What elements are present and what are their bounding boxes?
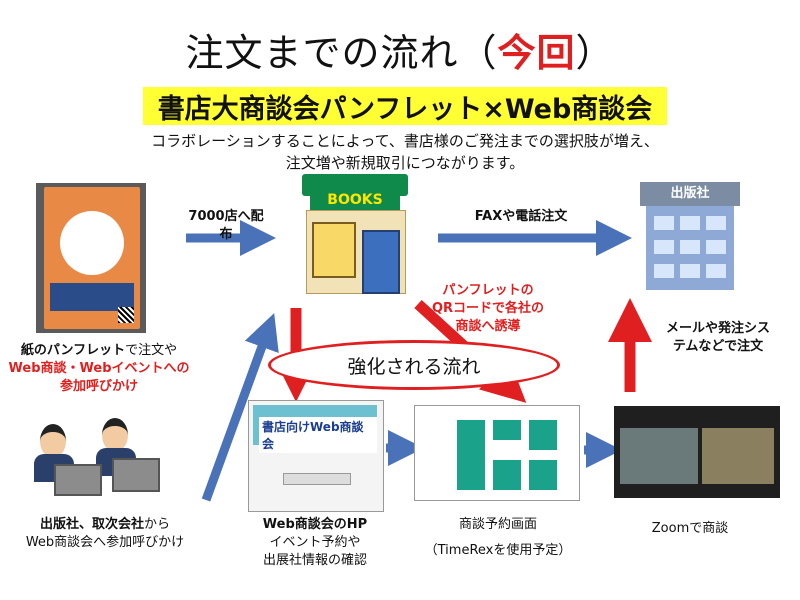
- title-main: 注文までの流れ（: [185, 31, 498, 75]
- store-sign: BOOKS: [310, 190, 400, 210]
- description-line-1: コラボレーションすることによって、書店様のご発注までの選択肢が増え、: [151, 132, 659, 150]
- schedule-caption: 商談予約画面 （TimeRexを使用予定）: [424, 517, 572, 558]
- publisher-building-icon: 出版社: [640, 182, 740, 290]
- strengthened-flow-ellipse: 強化される流れ: [268, 340, 560, 390]
- page-title: 注文までの流れ（今回）: [0, 22, 800, 77]
- zoom-screenshot: [614, 406, 780, 498]
- label-to-publisher: FAXや電話注文: [474, 209, 568, 224]
- pamphlet-photo: [36, 183, 146, 333]
- title-highlight: 今回: [497, 31, 576, 75]
- web-fair-hp-screenshot: 書店向けWeb商談会: [248, 400, 384, 512]
- hp-caption: Web商談会のHP イベント予約や 出展社情報の確認: [262, 517, 368, 568]
- pamphlet-caption: 紙のパンフレットで注文や Web商談・Webイベントへの 参加呼びかけ: [8, 343, 190, 394]
- zoom-caption: Zoomで商談: [651, 521, 729, 536]
- label-to-store: 7000店へ配布: [188, 209, 264, 242]
- people-caption: 出版社、取次会社から Web商談会へ参加呼びかけ: [25, 517, 185, 550]
- title-close: ）: [575, 31, 615, 75]
- publisher-sign: 出版社: [640, 182, 740, 206]
- label-qr-guide: パンフレットの QRコードで各社の 商談へ誘導: [431, 283, 545, 334]
- description: コラボレーションすることによって、書店様のご発注までの選択肢が増え、 注文増や新…: [95, 130, 715, 174]
- description-line-2: 注文増や新規取引につながります。: [285, 154, 525, 172]
- office-workers-icon: [20, 418, 160, 504]
- arrow-people-to-store: [201, 313, 279, 502]
- schedule-screenshot: [414, 405, 580, 501]
- hp-header-title: 書店向けWeb商談会: [259, 417, 377, 453]
- banner-heading: 書店大商談会パンフレット×Web商談会: [143, 87, 667, 125]
- bookstore-icon: BOOKS: [302, 174, 408, 294]
- label-system-order: メールや発注シス テムなどで注文: [665, 321, 770, 354]
